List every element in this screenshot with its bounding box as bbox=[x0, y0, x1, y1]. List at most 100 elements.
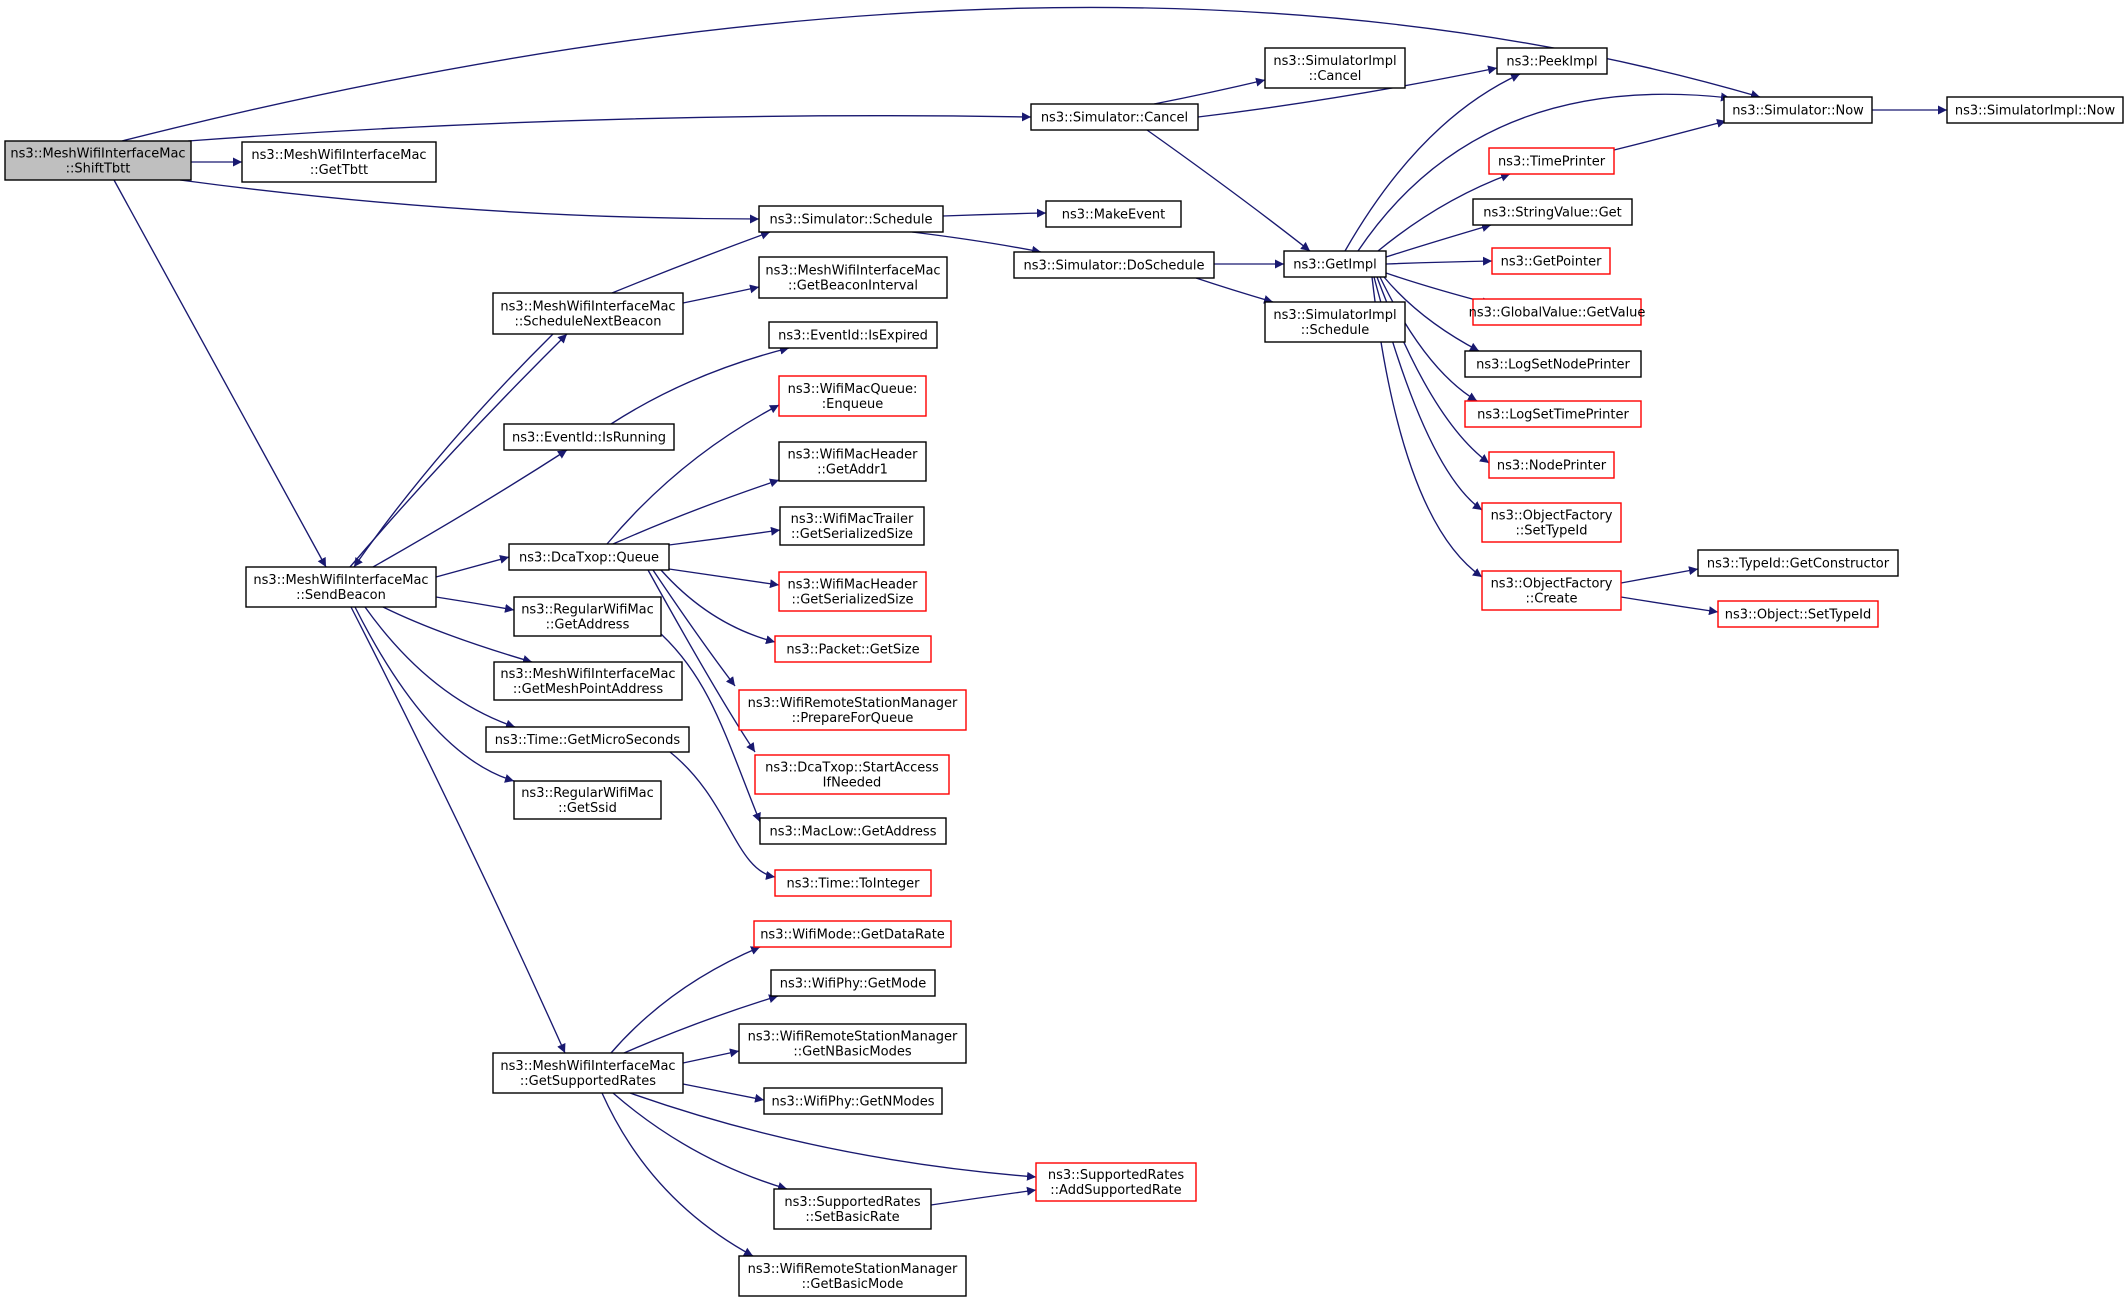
node-time-tointeger[interactable]: ns3::Time::ToInteger bbox=[774, 869, 932, 897]
node-log-set-time-printer[interactable]: ns3::LogSetTimePrinter bbox=[1464, 400, 1642, 428]
node-label: ::GetSupportedRates bbox=[520, 1074, 656, 1089]
node-box bbox=[1496, 47, 1608, 75]
node-dcatxop-queue[interactable]: ns3::DcaTxop::Queue bbox=[508, 543, 670, 571]
node-simulatorimpl-cancel[interactable]: ns3::SimulatorImpl::Cancel bbox=[1264, 47, 1406, 89]
node-label: ::GetAddress bbox=[546, 618, 630, 633]
node-set-basic-rate[interactable]: ns3::SupportedRates::SetBasicRate bbox=[773, 1188, 932, 1230]
node-box bbox=[773, 1188, 932, 1230]
node-box bbox=[1013, 251, 1215, 279]
node-make-event[interactable]: ns3::MakeEvent bbox=[1045, 200, 1182, 228]
call-edge-simulator-cancel-to-simulatorimpl-cancel bbox=[1153, 77, 1266, 105]
call-edge-dcatxop-queue-to-wifimactrailer-getserializedsize bbox=[668, 526, 781, 546]
node-box bbox=[768, 321, 938, 349]
node-objectfactory-settypeid[interactable]: ns3::ObjectFactory::SetTypeId bbox=[1481, 502, 1622, 543]
node-wifimactrailer-getserializedsize[interactable]: ns3::WifiMacTrailer::GetSerializedSize bbox=[779, 506, 925, 546]
node-wifiphy-getnmodes[interactable]: ns3::WifiPhy::GetNModes bbox=[763, 1087, 943, 1115]
node-globalvalue-getvalue[interactable]: ns3::GlobalValue::GetValue bbox=[1469, 298, 1646, 326]
node-add-supported-rate[interactable]: ns3::SupportedRates::AddSupportedRate bbox=[1035, 1162, 1197, 1202]
node-wifimacqueue-enqueue[interactable]: ns3::WifiMacQueue::Enqueue bbox=[778, 375, 927, 417]
call-edge-schedule-next-beacon-to-get-beacon-interval bbox=[682, 284, 760, 304]
node-wifimacheader-getaddr1[interactable]: ns3::WifiMacHeader::GetAddr1 bbox=[778, 441, 927, 482]
call-edge-dcatxop-queue-to-start-access-if-needed bbox=[647, 569, 756, 753]
node-label: ns3::SimulatorImpl bbox=[1273, 308, 1396, 323]
node-simulator-doschedule[interactable]: ns3::Simulator::DoSchedule bbox=[1013, 251, 1215, 279]
node-wifimacheader-getserializedsize[interactable]: ns3::WifiMacHeader::GetSerializedSize bbox=[778, 571, 927, 612]
node-box bbox=[738, 689, 967, 731]
node-get-tbtt[interactable]: ns3::MeshWifiInterfaceMac::GetTbtt bbox=[241, 141, 437, 183]
node-label: ns3::Simulator::Now bbox=[1732, 104, 1864, 119]
node-box bbox=[763, 1087, 943, 1115]
node-label: ns3::WifiMacHeader bbox=[787, 578, 918, 593]
node-label: ::GetNBasicModes bbox=[793, 1045, 911, 1060]
call-edge-simulator-cancel-to-peek-impl bbox=[1197, 65, 1498, 118]
node-stringvalue-get[interactable]: ns3::StringValue::Get bbox=[1472, 198, 1633, 226]
node-schedule-next-beacon[interactable]: ns3::MeshWifiInterfaceMac::ScheduleNextB… bbox=[492, 292, 684, 335]
node-peek-impl[interactable]: ns3::PeekImpl bbox=[1496, 47, 1608, 75]
node-box bbox=[492, 1052, 684, 1094]
node-typeid-getconstructor[interactable]: ns3::TypeId::GetConstructor bbox=[1697, 549, 1899, 577]
node-label: ::GetBeaconInterval bbox=[788, 279, 918, 294]
node-box bbox=[1488, 147, 1615, 175]
call-edge-simulator-doschedule-to-simulatorimpl-schedule bbox=[1195, 277, 1274, 304]
node-log-set-node-printer[interactable]: ns3::LogSetNodePrinter bbox=[1464, 350, 1642, 378]
node-shift-tbtt[interactable]: ns3::MeshWifiInterfaceMac::ShiftTbtt bbox=[4, 140, 192, 181]
node-regularwifimac-getaddress[interactable]: ns3::RegularWifiMac::GetAddress bbox=[513, 596, 662, 637]
call-edge-send-beacon-to-get-mesh-point-address bbox=[382, 606, 533, 664]
call-edge-get-impl-to-simulator-now bbox=[1357, 92, 1731, 252]
node-label: ns3::WifiMacTrailer bbox=[791, 512, 914, 527]
node-box bbox=[779, 506, 925, 546]
node-label: ::Cancel bbox=[1309, 69, 1362, 84]
node-get-beacon-interval[interactable]: ns3::MeshWifiInterfaceMac::GetBeaconInte… bbox=[758, 256, 948, 299]
node-send-beacon[interactable]: ns3::MeshWifiInterfaceMac::SendBeacon bbox=[245, 566, 437, 608]
node-simulatorimpl-now[interactable]: ns3::SimulatorImpl::Now bbox=[1946, 96, 2124, 124]
node-get-supported-rates[interactable]: ns3::MeshWifiInterfaceMac::GetSupportedR… bbox=[492, 1052, 684, 1094]
node-regularwifimac-getssid[interactable]: ns3::RegularWifiMac::GetSsid bbox=[513, 780, 662, 820]
node-simulator-schedule[interactable]: ns3::Simulator::Schedule bbox=[758, 205, 944, 233]
call-edge-send-beacon-to-regularwifimac-getssid bbox=[354, 606, 515, 783]
node-simulatorimpl-schedule[interactable]: ns3::SimulatorImpl::Schedule bbox=[1264, 301, 1406, 343]
node-simulator-now[interactable]: ns3::Simulator::Now bbox=[1723, 96, 1873, 124]
node-wifiphy-getmode[interactable]: ns3::WifiPhy::GetMode bbox=[770, 969, 936, 997]
node-box bbox=[1697, 549, 1899, 577]
node-time-printer[interactable]: ns3::TimePrinter bbox=[1488, 147, 1615, 175]
node-label: ns3::DcaTxop::Queue bbox=[519, 551, 659, 566]
node-time-getmicroseconds[interactable]: ns3::Time::GetMicroSeconds bbox=[485, 726, 690, 753]
node-get-n-basic-modes[interactable]: ns3::WifiRemoteStationManager::GetNBasic… bbox=[738, 1023, 967, 1064]
node-objectfactory-create[interactable]: ns3::ObjectFactory::Create bbox=[1481, 570, 1622, 611]
node-label: ns3::LogSetNodePrinter bbox=[1476, 358, 1630, 373]
node-get-pointer[interactable]: ns3::GetPointer bbox=[1491, 247, 1611, 275]
call-edge-shift-tbtt-to-simulator-schedule bbox=[179, 179, 760, 224]
node-box bbox=[1035, 1162, 1197, 1202]
node-object-settypeid[interactable]: ns3::Object::SetTypeId bbox=[1717, 600, 1879, 628]
node-box bbox=[1723, 96, 1873, 124]
node-box bbox=[758, 256, 948, 299]
node-label: ns3::MeshWifiInterfaceMac bbox=[500, 1059, 675, 1074]
call-edge-shift-tbtt-to-simulator-cancel bbox=[187, 112, 1032, 142]
node-eventid-isrunning[interactable]: ns3::EventId::IsRunning bbox=[503, 423, 675, 451]
node-box bbox=[1264, 301, 1406, 343]
node-wifimode-getdatarate[interactable]: ns3::WifiMode::GetDataRate bbox=[753, 920, 952, 948]
node-box bbox=[1481, 502, 1622, 543]
node-node-printer[interactable]: ns3::NodePrinter bbox=[1488, 451, 1615, 479]
node-label: ns3::Time::GetMicroSeconds bbox=[495, 733, 681, 748]
node-eventid-isexpired[interactable]: ns3::EventId::IsExpired bbox=[768, 321, 938, 349]
node-packet-getsize[interactable]: ns3::Packet::GetSize bbox=[774, 635, 932, 663]
node-label: ns3::RegularWifiMac bbox=[521, 786, 654, 801]
node-simulator-cancel[interactable]: ns3::Simulator::Cancel bbox=[1030, 103, 1199, 131]
node-label: ns3::GetImpl bbox=[1293, 258, 1377, 273]
node-box bbox=[4, 140, 192, 181]
edge-layer bbox=[113, 6, 1947, 1257]
node-box bbox=[513, 780, 662, 820]
node-label: ns3::GlobalValue::GetValue bbox=[1469, 306, 1646, 321]
call-edge-simulator-schedule-to-make-event bbox=[942, 208, 1047, 218]
node-box bbox=[1030, 103, 1199, 131]
node-prepare-for-queue[interactable]: ns3::WifiRemoteStationManager::PrepareFo… bbox=[738, 689, 967, 731]
node-get-basic-mode[interactable]: ns3::WifiRemoteStationManager::GetBasicM… bbox=[738, 1255, 967, 1297]
node-label: ::ShiftTbtt bbox=[66, 162, 131, 177]
node-label: ns3::EventId::IsExpired bbox=[778, 329, 928, 344]
node-get-mesh-point-address[interactable]: ns3::MeshWifiInterfaceMac::GetMeshPointA… bbox=[493, 661, 683, 701]
node-get-impl[interactable]: ns3::GetImpl bbox=[1283, 250, 1387, 278]
node-label: ns3::Simulator::DoSchedule bbox=[1023, 259, 1204, 274]
node-maclow-getaddress[interactable]: ns3::MacLow::GetAddress bbox=[759, 817, 947, 845]
